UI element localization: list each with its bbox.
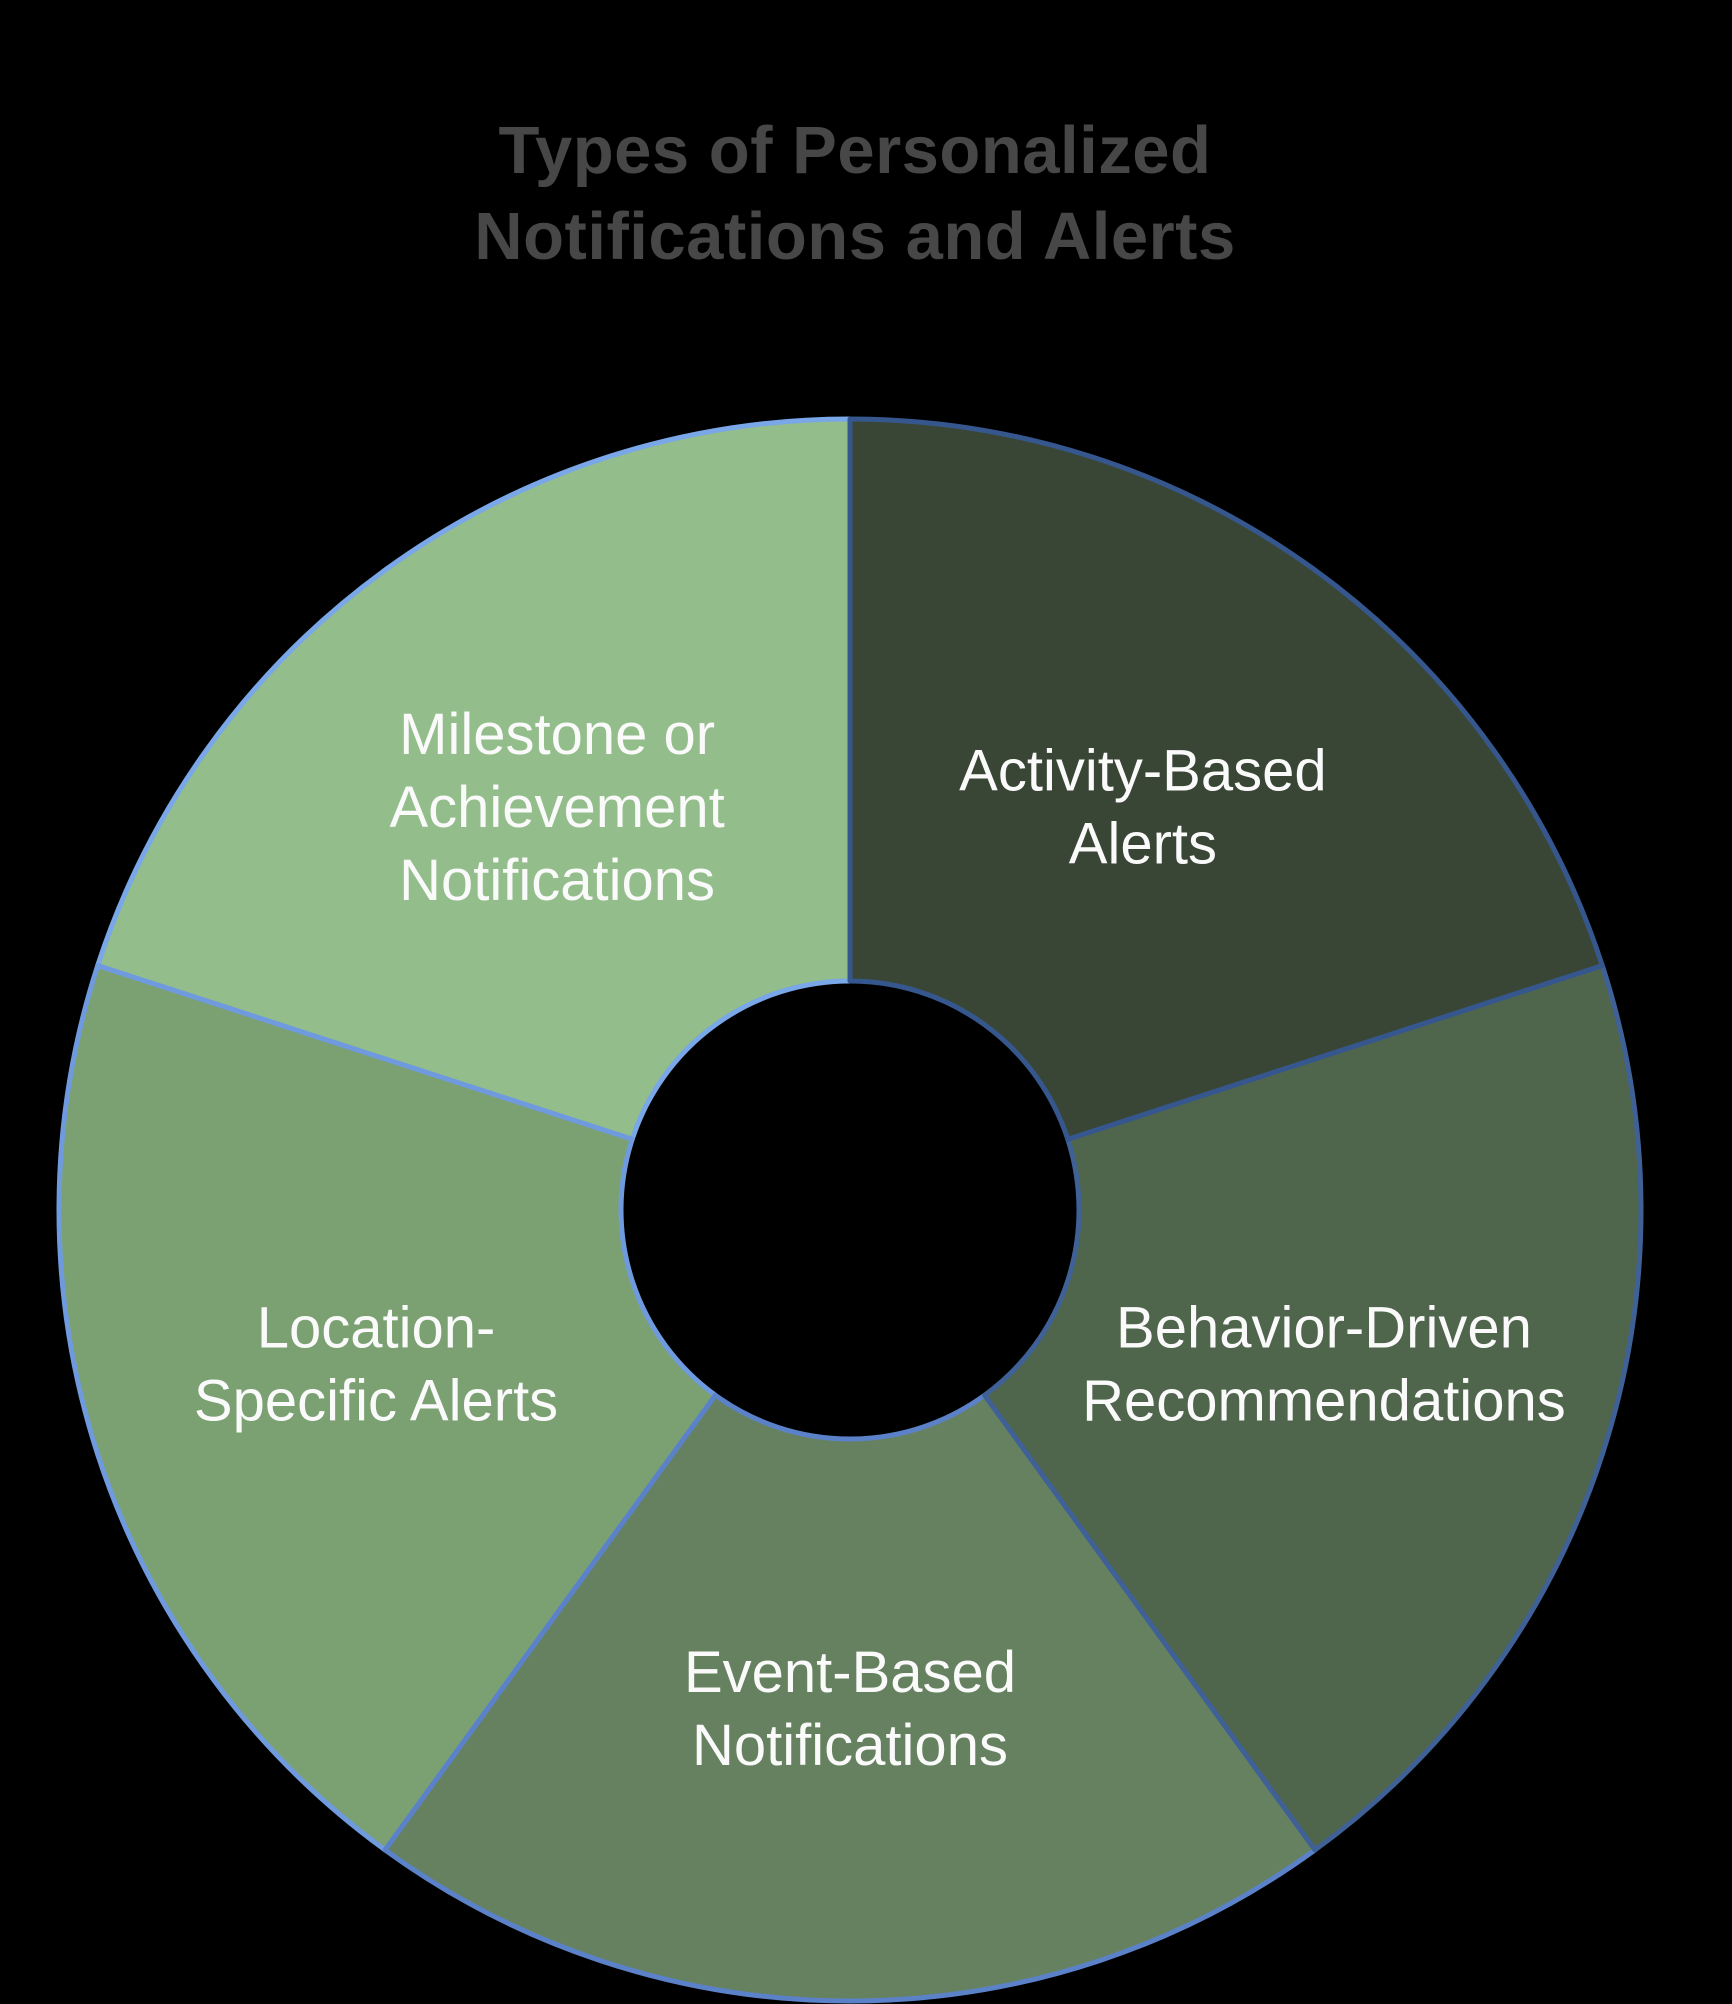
slice-label-line: Notifications xyxy=(692,1713,1008,1778)
slice-label-line: Alerts xyxy=(1069,811,1217,876)
slice-label-line: Event-Based xyxy=(684,1640,1016,1705)
slice-behavior-driven-recommendations xyxy=(982,963,1644,1853)
chart-title-line-1: Types of Personalized xyxy=(498,113,1212,188)
chart-title: Types of Personalized Notifications and … xyxy=(0,108,1721,280)
slice-label-line: Behavior-Driven xyxy=(1116,1295,1532,1360)
slices xyxy=(56,416,1644,2004)
slice-label-line: Achievement xyxy=(389,775,724,840)
slice-label-line: Notifications xyxy=(399,848,715,913)
slice-label-line: Location- xyxy=(257,1295,496,1360)
slice-label-line: Recommendations xyxy=(1082,1368,1566,1433)
slice-label-line: Milestone or xyxy=(399,702,715,767)
slice-label-line: Activity-Based xyxy=(959,738,1326,803)
chart-header: Types of Personalized Notifications and … xyxy=(0,108,1721,280)
slice-location-specific-alerts xyxy=(56,963,718,1853)
slice-label-location-specific-alerts: Location- Specific Alerts xyxy=(194,1295,558,1433)
slice-label-line: Specific Alerts xyxy=(194,1368,558,1433)
chart-title-line-2: Notifications and Alerts xyxy=(474,199,1236,274)
slice-activity-based-alerts xyxy=(847,416,1605,1142)
slice-milestone-or-achievement-notifications xyxy=(95,416,853,1142)
slice-event-based-notifications xyxy=(382,1392,1318,2004)
